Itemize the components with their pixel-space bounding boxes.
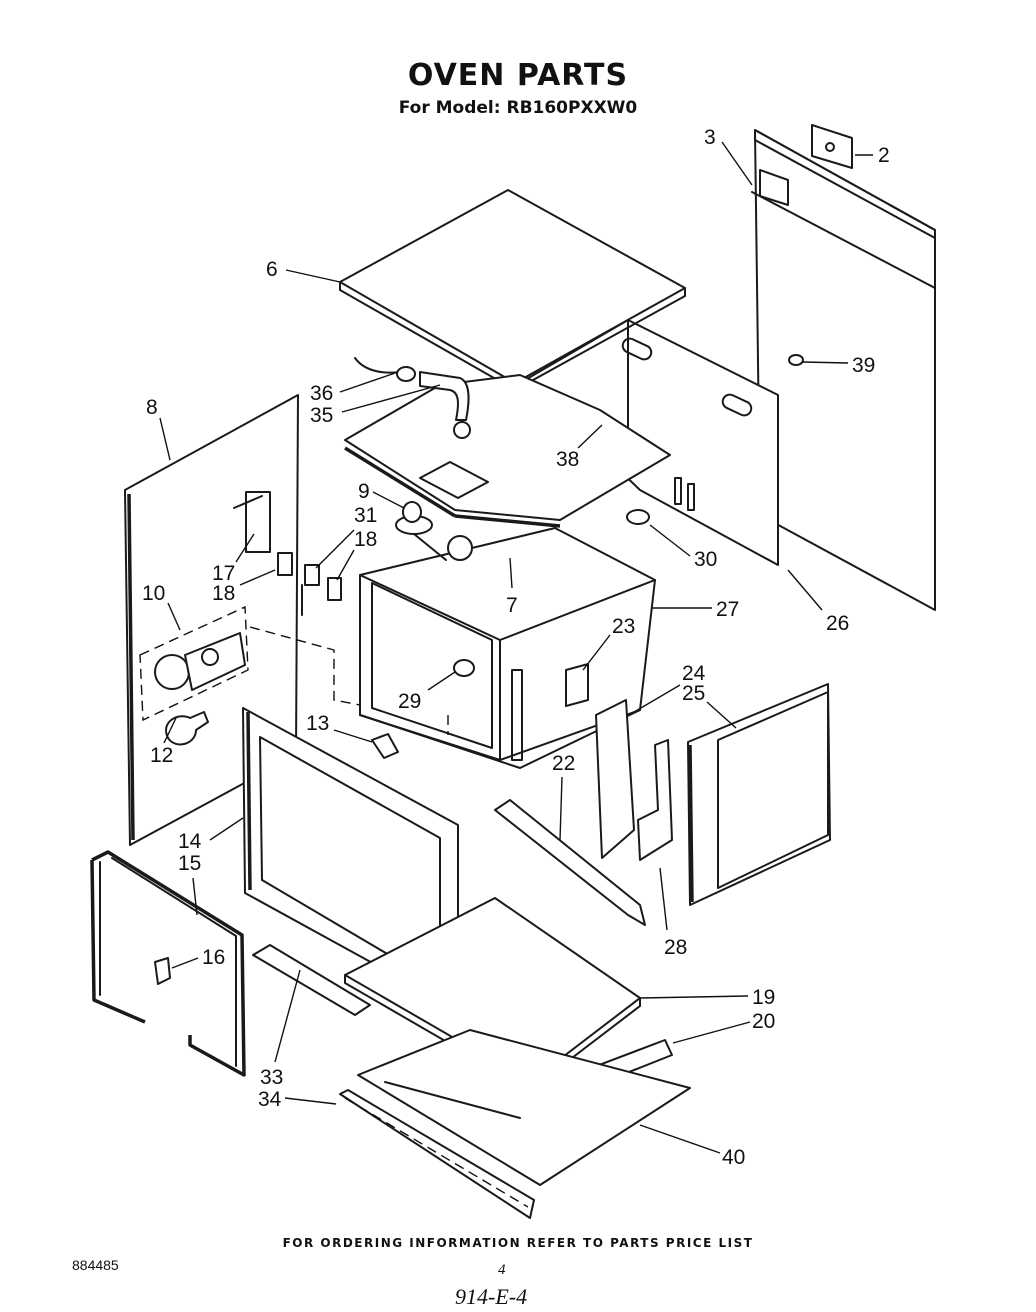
callout-label: 2 [878,144,890,167]
callout-label: 29 [398,690,421,713]
igniter-assembly [354,357,470,421]
callout-label: 3 [704,126,716,149]
page-number: 4 [498,1262,506,1278]
callout-label: 18 [354,528,377,551]
callout-label: 39 [852,354,875,377]
oven-light-assembly [139,605,249,746]
callout-label: 23 [612,615,635,638]
callout-label: 20 [752,1010,775,1033]
callout-label: 19 [752,986,775,1009]
callout-label: 9 [358,480,370,503]
callout-label: 10 [142,582,165,605]
rear-panel [751,124,936,611]
model-subtitle: For Model: RB160PXXW0 [398,98,638,118]
callout-label: 28 [664,936,687,959]
door-switches [301,564,342,616]
door-latch [371,733,399,759]
callout-label: 6 [266,258,278,281]
handwritten-note: 914-E-4 [455,1284,528,1309]
alignment-line [249,626,361,706]
gasket-clip [154,957,171,985]
callout-label: 27 [716,598,739,621]
ordering-note: FOR ORDERING INFORMATION REFER TO PARTS … [282,1236,754,1250]
callout-label: 12 [150,744,173,767]
callout-label: 26 [826,612,849,635]
callout-label: 14 [178,830,202,853]
bottom-rail [494,799,646,926]
callout-label: 16 [202,946,225,969]
callout-label: 8 [146,396,158,419]
callout-label: 30 [694,548,717,571]
callout-label: 36 [310,382,333,405]
callout-label: 22 [552,752,575,775]
callout-label: 38 [556,448,579,471]
callout-label: 34 [258,1088,282,1111]
oven-cavity [359,527,656,769]
vent-plug [626,509,650,525]
bottom-trim [252,944,371,1016]
callout-label: 35 [310,404,333,427]
top-heat-shield [344,374,671,528]
callout-label: 17 [212,562,235,585]
door-gasket [90,850,246,1077]
callout-leaders [159,141,873,1154]
callout-label: 40 [722,1146,745,1169]
callout-label: 18 [212,582,235,605]
page-title: OVEN PARTS [407,58,629,93]
callout-label: 31 [354,504,377,527]
hinge-bracket [595,699,673,861]
callout-label: 24 [682,662,706,685]
callout-label: 25 [682,682,705,705]
thermostat-sensor [395,501,447,561]
callout-label: 13 [306,712,329,735]
kick-plate [339,1089,535,1219]
callout-labels: 2 3 6 8 36 35 39 9 31 18 38 17 18 10 30 … [142,126,890,1169]
broiler-drawer-panel [357,1029,691,1186]
inner-door-panel [687,683,831,906]
callout-label: 15 [178,852,201,875]
callout-label: 7 [506,594,518,617]
document-number: 884485 [72,1257,119,1273]
callout-label: 33 [260,1066,283,1089]
